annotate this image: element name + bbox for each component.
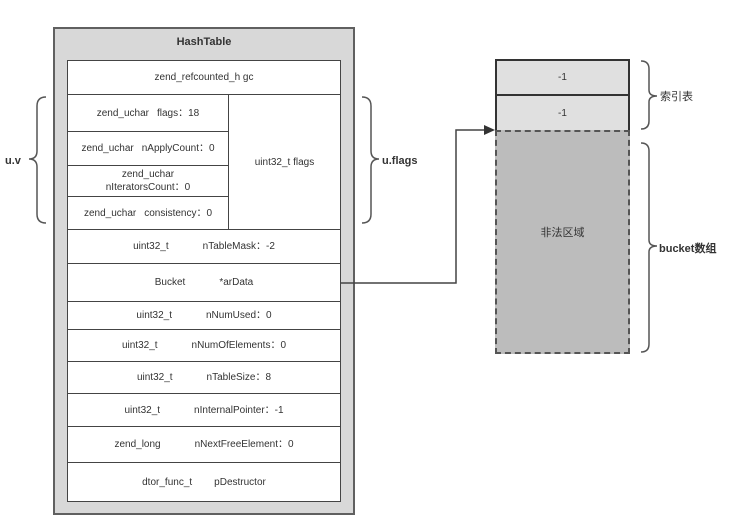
field-napplycount: zend_uchar nApplyCount：0 [67,131,229,166]
brace-bucket-array-icon [640,142,658,353]
field-type: uint32_t [124,404,161,416]
field-nnextfreeelement: zend_long nNextFreeElement：0 [67,426,341,463]
field-name: nTableMask：-2 [202,241,275,252]
field-name: nInternalPointer：-1 [194,404,284,416]
bucket-region: 非法区域 [495,130,630,354]
field-name: nApplyCount：0 [141,143,215,154]
field-name: nIteratorsCount：0 [105,182,191,193]
field-name: nNumOfElements：0 [191,340,287,351]
field-type: zend_uchar [83,207,137,219]
field-type: dtor_func_t [142,476,193,488]
field-type: Bucket [154,277,186,288]
field-nnumused: uint32_t nNumUsed：0 [67,301,341,330]
field-name: pDestructor [214,476,266,488]
field-flags: zend_uchar flags：18 [67,94,229,132]
field-name: *arData [219,277,254,288]
field-uint32-flags-label: uint32_t flags [254,156,315,168]
bucket-region-label: 非法区域 [540,227,585,239]
field-name: nNextFreeElement：0 [194,439,294,450]
field-ardata: Bucket *arData [67,263,341,302]
arrowhead-icon [484,125,495,135]
field-type: uint32_t [133,241,169,252]
field-name: consistency：0 [144,207,213,219]
brace-u-v-icon [28,96,47,224]
field-type: zend_uchar [96,107,149,119]
index-slot: -1 [495,94,630,131]
field-type: zend_uchar [121,169,175,180]
label-bucket-array: bucket数组 [659,243,717,255]
field-name: nNumUsed：0 [206,310,272,321]
brace-index-table-icon [640,60,658,130]
field-pdestructor: dtor_func_t pDestructor [67,462,341,502]
field-gc-label: zend_refcounted_h gc [154,72,254,83]
label-u-flags: u.flags [382,155,418,167]
field-uint32-flags: uint32_t flags [228,94,341,230]
brace-u-flags-icon [361,96,380,224]
field-name: nTableSize：8 [206,372,272,383]
field-ntablesize: uint32_t nTableSize：8 [67,361,341,394]
field-ntablemask: uint32_t nTableMask：-2 [67,229,341,264]
field-type: uint32_t [136,310,172,321]
field-type: uint32_t [136,372,173,383]
field-type: uint32_t [121,340,158,351]
hashtable-title: HashTable [176,36,232,48]
field-name: flags：18 [157,107,200,119]
field-type: zend_long [114,439,161,450]
field-nnumofelements: uint32_t nNumOfElements：0 [67,329,341,362]
field-consistency: zend_uchar consistency：0 [67,196,229,230]
label-u-v: u.v [5,155,21,167]
field-type: zend_uchar [81,143,134,154]
index-slot-value: -1 [558,72,567,83]
label-index-table: 索引表 [660,91,693,103]
index-slot-value: -1 [558,108,567,119]
ardata-pointer-arrow [341,129,484,284]
